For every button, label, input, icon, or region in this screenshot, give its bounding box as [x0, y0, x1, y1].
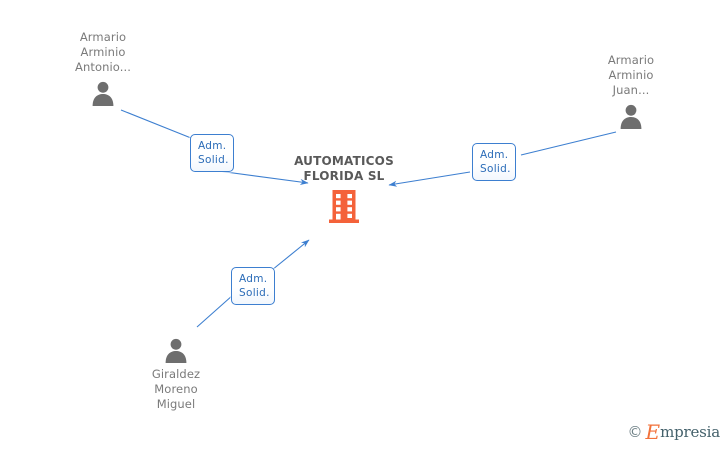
building-icon — [329, 190, 359, 223]
edge-label-line2: Solid. — [198, 154, 229, 166]
brand-initial: E — [645, 420, 661, 444]
person-node-armario-arminio-juan[interactable]: Armario Arminio Juan... — [556, 53, 706, 130]
person-label-giraldez-moreno-miguel: Giraldez Moreno Miguel — [151, 367, 201, 411]
brand-name: mpresia — [660, 422, 720, 441]
person-node-giraldez-moreno-miguel[interactable]: Giraldez Moreno Miguel — [101, 336, 251, 412]
edge-label-adm-solid-antonio[interactable]: Adm. Solid. — [190, 134, 234, 172]
person-icon — [165, 338, 187, 363]
edge-label-line2: Solid. — [480, 163, 511, 175]
edge-label-line1: Adm. — [239, 273, 268, 285]
person-node-armario-arminio-antonio[interactable]: Armario Arminio Antonio... — [28, 30, 178, 107]
copyright-icon: © — [627, 422, 643, 441]
edge-label-line1: Adm. — [480, 149, 509, 161]
empresia-watermark: © E mpresia — [627, 422, 720, 442]
person-label-armario-arminio-antonio: Armario Arminio Antonio... — [75, 30, 131, 74]
edge-line-juan — [520, 131, 617, 156]
edge-label-adm-solid-juan[interactable]: Adm. Solid. — [472, 143, 516, 181]
edge-label-line1: Adm. — [198, 140, 227, 152]
person-label-armario-arminio-juan: Armario Arminio Juan... — [607, 53, 655, 97]
person-icon — [92, 81, 114, 106]
edge-label-line2: Solid. — [239, 287, 270, 299]
edge-line-miguel-arrow — [271, 239, 310, 271]
company-title: AUTOMATICOS FLORIDA SL — [294, 154, 394, 183]
edge-line-miguel — [196, 294, 234, 328]
edge-label-adm-solid-miguel[interactable]: Adm. Solid. — [231, 267, 275, 305]
company-node-automaticos-florida-sl[interactable]: AUTOMATICOS FLORIDA SL — [249, 154, 439, 223]
person-icon — [620, 104, 642, 129]
